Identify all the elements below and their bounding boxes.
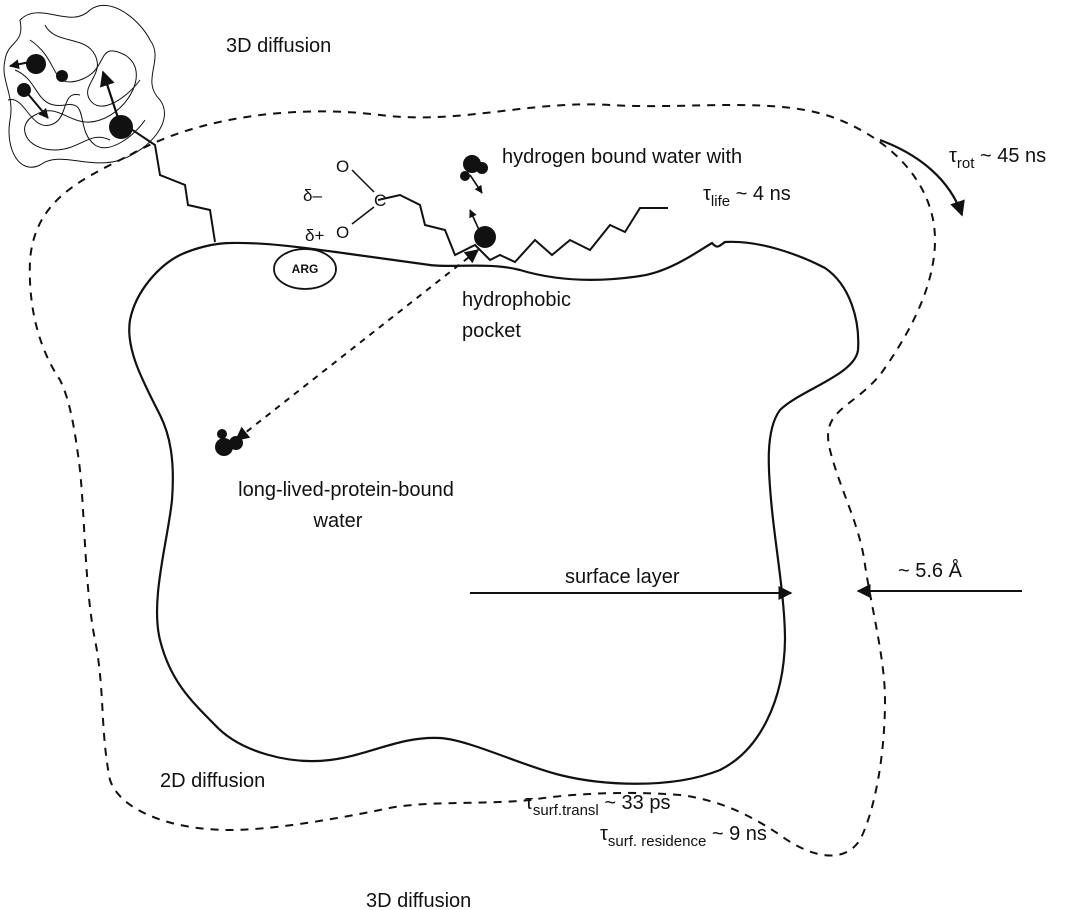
- atom-o-top: O: [336, 157, 349, 176]
- label-hydrogen-bound-water: hydrogen bound water with: [502, 146, 742, 168]
- tau-rot-symbol: τ: [949, 145, 957, 167]
- arg-residue: ARG: [273, 248, 337, 290]
- polymer-chain-left: [124, 124, 216, 243]
- label-tau-life: τlife ~ 4 ns: [703, 183, 791, 210]
- diffusion-arrows: [9, 59, 1022, 600]
- label-long-lived: long-lived-protein-bound: [238, 479, 454, 501]
- tau-life-value: ~ 4 ns: [730, 183, 791, 205]
- water-molecules: [17, 54, 496, 456]
- tau-life-sub: life: [711, 193, 730, 210]
- arrow-hbond-water: [469, 174, 483, 194]
- tau-life-symbol: τ: [703, 183, 711, 205]
- arg-label: ARG: [292, 262, 319, 276]
- protein-surface: [128, 240, 860, 785]
- tau-transl-value: ~ 33 ps: [599, 792, 671, 814]
- polymer-chain-right: [377, 193, 668, 264]
- label-tau-rot: τrot ~ 45 ns: [949, 145, 1046, 172]
- label-2d-diffusion: 2D diffusion: [160, 770, 265, 792]
- water-hydrogen-hbond-1: [476, 162, 488, 174]
- label-3d-diffusion-bottom: 3D diffusion: [366, 890, 471, 910]
- tau-res-sub: surf. residence: [608, 833, 706, 850]
- water-oxygen-pocket: [474, 226, 496, 248]
- tau-rot-sub: rot: [957, 155, 975, 172]
- arrow-coil-water-up: [9, 59, 41, 70]
- water-hydrogen-hbond-2: [460, 171, 470, 181]
- label-hydrophobic: hydrophobic: [462, 289, 571, 311]
- carboxylate-group: O C O δ– δ+: [303, 157, 386, 245]
- arrow-buried-water-exchange: [234, 249, 480, 441]
- water-oxygen-coil-2: [17, 83, 31, 97]
- arrow-pocket-water: [469, 209, 481, 233]
- water-oxygen-buried: [215, 438, 233, 456]
- water-hydrogen-buried-2: [217, 429, 227, 439]
- delta-plus-label: δ+: [305, 226, 324, 245]
- arrow-escaping-water: [99, 70, 123, 128]
- arrow-coil-water-down: [27, 93, 49, 119]
- tau-transl-sub: surf.transl: [533, 802, 599, 819]
- label-tau-residence: τsurf. residence ~ 9 ns: [600, 823, 767, 850]
- tau-rot-value: ~ 45 ns: [974, 145, 1046, 167]
- water-oxygen-coil-1: [26, 54, 46, 74]
- atom-o-bottom: O: [336, 223, 349, 242]
- label-surface-layer: surface layer: [565, 566, 680, 588]
- atom-c: C: [374, 191, 386, 210]
- label-distance: ~ 5.6 Å: [898, 559, 963, 582]
- label-pocket: pocket: [462, 320, 521, 342]
- label-tau-transl: τsurf.transl ~ 33 ps: [525, 792, 670, 819]
- water-hydrogen-buried-1: [229, 436, 243, 450]
- water-hydrogen-coil-1: [56, 70, 68, 82]
- label-water: water: [313, 510, 363, 532]
- tau-res-symbol: τ: [600, 823, 608, 845]
- delta-minus-label: δ–: [303, 186, 322, 205]
- tau-transl-symbol: τ: [525, 792, 533, 814]
- rotation-arrow: [879, 138, 965, 217]
- tau-res-value: ~ 9 ns: [706, 823, 767, 845]
- hydration-shell-boundary: [28, 103, 937, 857]
- label-3d-diffusion-top: 3D diffusion: [226, 35, 331, 57]
